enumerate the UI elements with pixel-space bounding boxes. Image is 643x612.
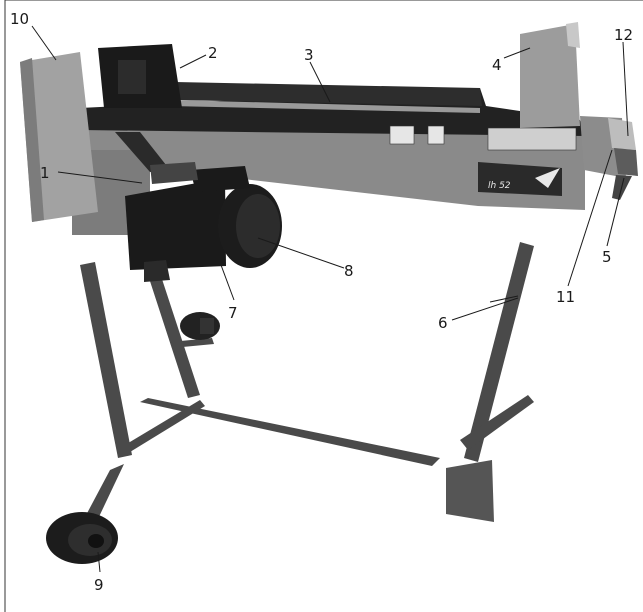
beam-rail [175, 82, 482, 106]
front-wheel [46, 512, 118, 564]
beam-support [115, 132, 170, 172]
callout-1: 1 [40, 164, 50, 182]
splitting-wedge [520, 24, 580, 128]
warning-sticker [389, 125, 415, 145]
leader-lines [31, 25, 629, 573]
callout-2: 2 [208, 44, 218, 62]
callout-3: 3 [304, 46, 314, 64]
callout-11: 11 [556, 288, 575, 306]
brand-plate: lh 52 [478, 162, 562, 196]
model-label: lh 52 [488, 181, 511, 191]
beam-highlight [170, 100, 480, 113]
stand-frame [76, 242, 534, 540]
housing [78, 110, 585, 210]
callout-12: 12 [614, 26, 633, 44]
callout-5: 5 [602, 248, 612, 266]
motor-foot [144, 260, 170, 282]
callout-9: 9 [94, 576, 104, 594]
foot-plate [446, 460, 494, 522]
callout-8: 8 [344, 262, 354, 280]
release-lever [580, 116, 638, 200]
electric-motor [125, 162, 282, 270]
warning-sticker [487, 127, 577, 151]
callout-10: 10 [10, 10, 29, 28]
rear-wheel [180, 312, 220, 340]
warning-sticker [427, 125, 445, 145]
callout-4: 4 [492, 56, 502, 74]
callout-6: 6 [438, 314, 448, 332]
callout-7: 7 [228, 304, 238, 322]
